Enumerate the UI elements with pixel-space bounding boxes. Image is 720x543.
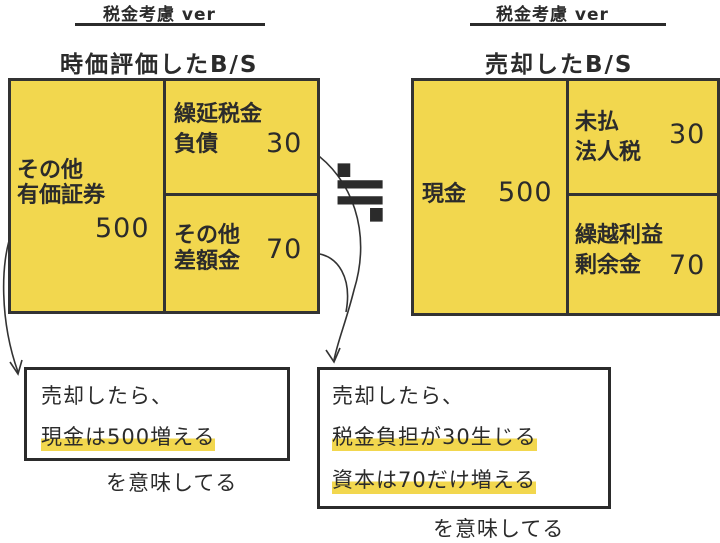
- left-asset-label-2: 有価証券: [17, 183, 106, 208]
- right-liability-top-cell: 未払 法人税 30: [566, 78, 720, 196]
- note-right-box: 売却したら、 税金負担が30生じる 資本は70だけ増える: [317, 367, 611, 509]
- right-liability-bottom-value: 70: [669, 250, 706, 281]
- arrow-left-head: [9, 359, 23, 376]
- left-header: 税金考慮 ver: [103, 5, 216, 25]
- right-asset-value: 500: [498, 177, 553, 208]
- left-liability-bottom-cell: その他 差額金 70: [163, 193, 320, 314]
- note-right-line-3: 資本は70だけ増える: [332, 464, 537, 494]
- right-liability-top-label-1: 未払: [575, 110, 620, 135]
- right-header: 税金考慮 ver: [496, 5, 609, 25]
- right-header-underline: [470, 23, 666, 26]
- right-asset-cell: 現金 500: [411, 78, 569, 316]
- right-asset-label: 現金: [422, 182, 467, 207]
- left-asset-label-1: その他: [17, 158, 84, 183]
- left-liability-bottom-value: 70: [266, 234, 303, 265]
- right-liability-bottom-label-1: 繰越利益: [575, 223, 664, 248]
- right-liability-top-label-2: 法人税: [575, 140, 642, 165]
- note-right-line-1: 売却したら、: [332, 384, 464, 408]
- left-liability-top-cell: 繰延税金 負債 30: [163, 78, 320, 196]
- note-right-caption: を意味してる: [433, 517, 565, 541]
- left-liability-top-label-1: 繰延税金: [174, 102, 263, 127]
- left-asset-cell: その他 有価証券 500: [8, 78, 166, 314]
- note-right-line-2: 税金負担が30生じる: [332, 421, 537, 451]
- note-left-caption: を意味してる: [106, 471, 238, 495]
- left-bs-title: 時価評価したB/S: [60, 52, 259, 78]
- left-header-underline: [75, 23, 265, 26]
- right-liability-bottom-cell: 繰越利益 剰余金 70: [566, 193, 720, 316]
- left-asset-value: 500: [95, 213, 150, 244]
- right-liability-bottom-label-2: 剰余金: [575, 253, 642, 278]
- right-liability-top-value: 30: [669, 119, 706, 150]
- note-left-box: 売却したら、 現金は500増える: [24, 367, 290, 461]
- left-liability-bottom-label-1: その他: [174, 223, 241, 248]
- left-liability-top-value: 30: [266, 128, 303, 159]
- left-liability-bottom-label-2: 差額金: [174, 249, 241, 274]
- left-liability-top-label-2: 負債: [174, 132, 219, 157]
- note-left-line-2: 現金は500増える: [41, 421, 216, 451]
- arrow-right-head: [325, 347, 341, 364]
- note-left-line-1: 売却したら、: [41, 384, 173, 408]
- right-bs-title: 売却したB/S: [485, 52, 634, 78]
- arrow-right-curve: [311, 150, 362, 361]
- approx-equal-symbol: ≒: [330, 148, 391, 232]
